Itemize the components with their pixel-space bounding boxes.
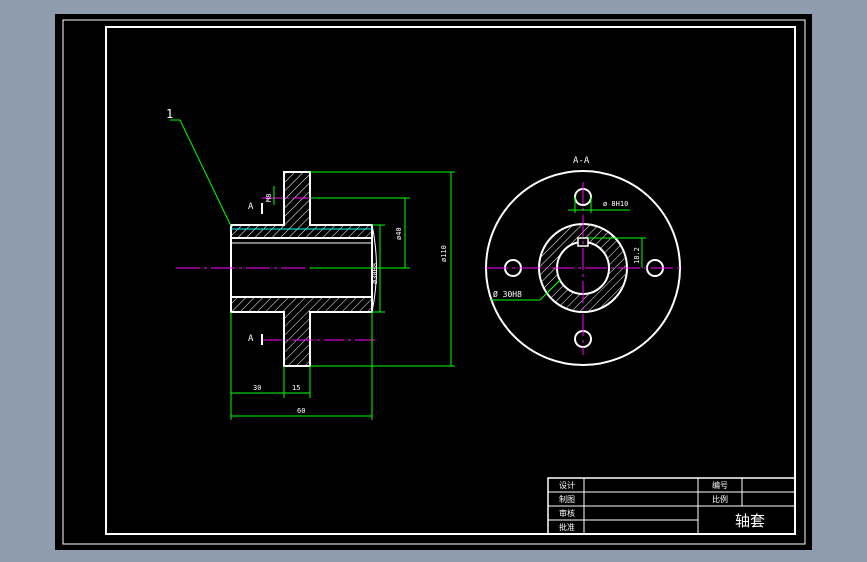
title-block [547,477,796,535]
title-block-texts: 设计 制图 审核 批准 编号 比例 轴套 [559,480,765,532]
front-dimension-texts: ø110 ø40 ø30H8 M8 30 15 60 [253,194,448,415]
dim-text-total: 60 [297,407,305,415]
tb-scale-label: 比例 [712,494,728,504]
section-view-title: A-A [573,156,590,166]
tb-review-label: 审核 [559,508,575,518]
section-label-top: A [248,202,254,212]
part-leader-line [170,119,232,227]
hatch-upper [231,172,372,238]
dim-text-hub-length: 30 [253,384,261,392]
bore-section-dim-text: Ø 30H8 [493,289,522,299]
dim-text-hub-dia: ø40 [395,227,403,240]
hatch-lower [231,297,372,366]
tb-part-name: 轴套 [735,512,765,530]
inner-frame [105,26,796,535]
dim-text-small: M8 [265,194,273,202]
tb-design-label: 设计 [559,480,575,490]
front-dimensions [230,171,455,420]
bolt-hole-dim-text: ø 8H10 [603,200,628,208]
section-label-bottom: A [248,334,254,344]
dim-text-flange-dia: ø110 [440,245,448,262]
outer-frame [62,19,806,545]
tb-drawing-label: 制图 [559,494,575,504]
side-section-view: A-A ø 8H10 18.2 Ø 30H8 [485,156,681,366]
part-number-label: 1 [166,107,173,121]
drawing-canvas [55,14,812,550]
dim-text-flange-thick: 15 [292,384,300,392]
dim-text-bore: ø30H8 [371,263,379,284]
bore-leader-line [490,279,561,301]
key-depth-dim-text: 18.2 [633,247,641,264]
hub-ring-hatch [540,225,627,311]
tb-number-label: 编号 [712,480,728,490]
tb-approve-label: 批准 [559,522,575,532]
